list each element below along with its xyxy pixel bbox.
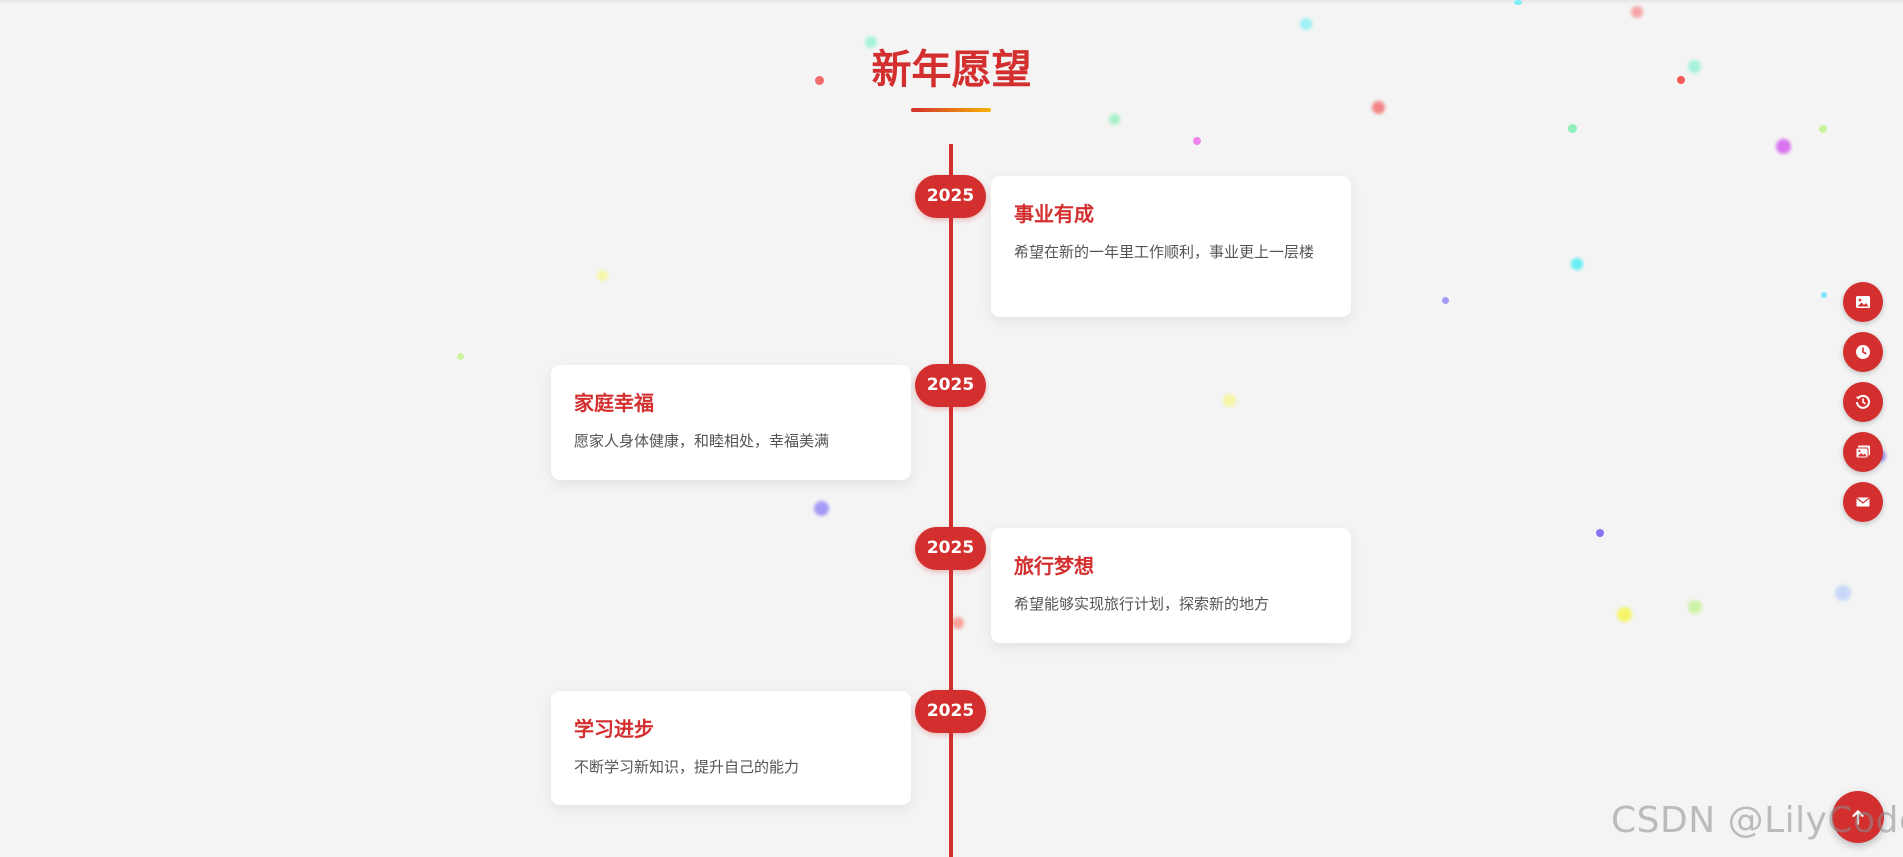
confetti-dot [1819,125,1827,133]
confetti-dot [952,617,964,629]
timeline-card-family: 家庭幸福 愿家人身体健康，和睦相处，幸福美满 [551,365,911,480]
image-button[interactable] [1843,282,1883,322]
timeline-year-badge: 2025 [915,690,986,733]
card-text: 希望能够实现旅行计划，探索新的地方 [1014,595,1270,613]
history-button[interactable] [1843,382,1883,422]
page-title: 新年愿望 [871,47,1032,93]
timeline-year-badge: 2025 [915,527,986,570]
confetti-dot [1631,6,1643,18]
confetti-dot [1514,0,1522,5]
card-title: 家庭幸福 [574,391,654,415]
mail-button[interactable] [1843,482,1883,522]
timeline-card-travel: 旅行梦想 希望能够实现旅行计划，探索新的地方 [991,528,1351,643]
confetti-dot [865,36,877,48]
card-text: 愿家人身体健康，和睦相处，幸福美满 [574,432,830,450]
top-shadow [0,0,1903,4]
confetti-dot [1617,607,1632,622]
clock-icon [1856,345,1870,359]
envelope-icon [1856,497,1870,507]
clock-button[interactable] [1843,332,1883,372]
card-title: 学习进步 [574,717,654,741]
confetti-dot [1821,292,1827,298]
card-text: 不断学习新知识，提升自己的能力 [574,758,800,776]
card-text: 希望在新的一年里工作顺利，事业更上一层楼 [1014,243,1315,261]
confetti-dot [1776,139,1791,154]
confetti-dot [457,353,464,360]
confetti-dot [1442,297,1449,304]
title-underline [911,108,991,112]
timeline-line [949,144,953,857]
arrow-up-icon [1852,810,1864,825]
card-title: 旅行梦想 [1014,554,1094,578]
confetti-dot [1571,258,1583,270]
confetti-dot [597,270,608,281]
confetti-dot [1835,585,1851,601]
scroll-top-button[interactable] [1832,791,1884,843]
timeline-year-badge: 2025 [915,364,986,407]
confetti-dot [814,501,829,516]
confetti-dot [1677,76,1685,84]
confetti-dot [1568,124,1577,133]
confetti-dot [815,76,824,85]
card-title: 事业有成 [1014,202,1094,226]
confetti-dot [1372,101,1385,114]
gallery-icon [1855,445,1870,459]
confetti-dot [1223,394,1236,407]
timeline-card-study: 学习进步 不断学习新知识，提升自己的能力 [551,691,911,805]
image-icon [1856,296,1870,308]
history-icon [1855,394,1870,409]
confetti-dot [1300,18,1312,30]
confetti-dot [1193,137,1201,145]
confetti-dot [1596,529,1604,537]
confetti-dot [1109,114,1120,125]
timeline-year-badge: 2025 [915,175,986,218]
timeline-card-career: 事业有成 希望在新的一年里工作顺利，事业更上一层楼 [991,176,1351,317]
confetti-dot [1688,600,1702,614]
gallery-button[interactable] [1843,432,1883,472]
confetti-dot [1688,60,1701,73]
